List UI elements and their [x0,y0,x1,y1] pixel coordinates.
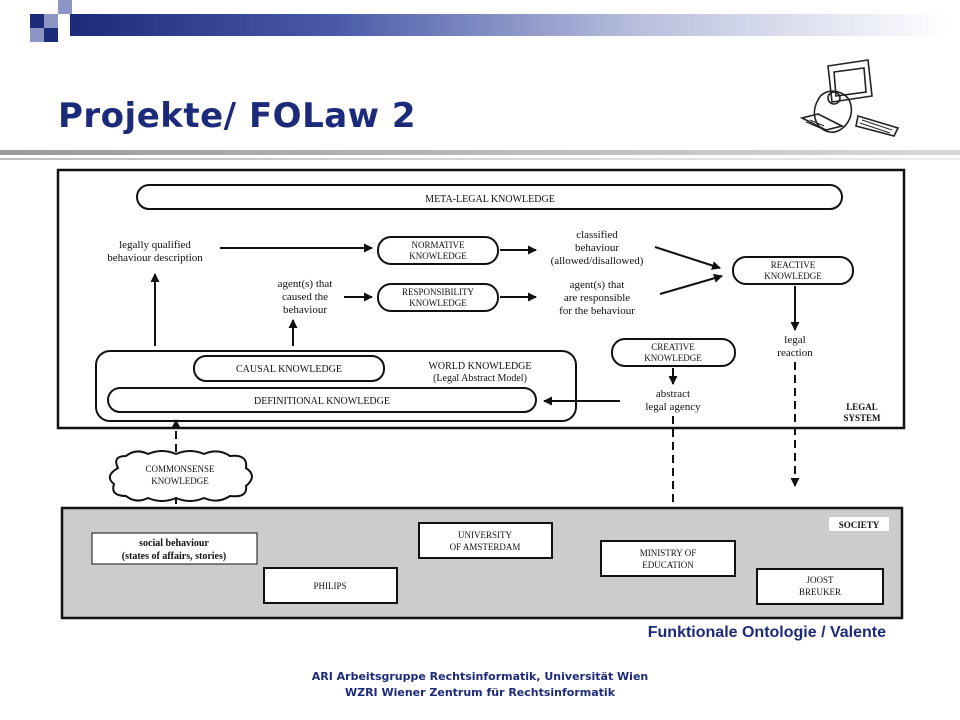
classified-behaviour-label-2: behaviour [575,242,619,254]
social-behaviour-label-1: social behaviour [139,538,209,549]
normative-knowledge-box [377,236,499,265]
world-knowledge-label-2: (Legal Abstract Model) [433,373,527,384]
breuker-label-1: JOOST [806,575,834,585]
classified-behaviour-label-3: (allowed/disallowed) [551,255,644,267]
footer-line-2: WZRI Wiener Zentrum für Rechtsinformatik [344,686,616,699]
legal-system-label-2: SYSTEM [843,413,881,423]
creative-knowledge-box [611,338,736,367]
creative-knowledge-label-2: KNOWLEDGE [644,353,702,363]
agents-responsible-label-1: agent(s) that [570,279,625,291]
keyboard-left [799,113,845,131]
causal-knowledge-label: CAUSAL KNOWLEDGE [236,364,342,375]
society-label-box [829,517,889,531]
responsibility-knowledge-box [377,283,499,312]
header-square [44,14,58,28]
footer-line-1: ARI Arbeitsgruppe Rechtsinformatik, Univ… [311,670,649,683]
legal-reaction-label-2: reaction [777,347,813,359]
keyboard-right [855,114,900,137]
social-behaviour-box [91,532,258,565]
reactive-knowledge-label-2: KNOWLEDGE [764,271,822,281]
slide-title: Projekte/ FOLaw 2 [58,96,417,136]
commonsense-knowledge-label-1: COMMONSENSE [145,464,215,474]
agents-responsible-label-3: for the behaviour [559,305,635,317]
breuker-label-2: BREUKER [799,587,841,597]
arrow-classified-to-reactive [654,246,721,270]
commonsense-knowledge-label-2: KNOWLEDGE [151,476,209,486]
philips-label: PHILIPS [313,581,346,591]
title-underline-thin [0,158,960,160]
responsibility-knowledge-label-2: KNOWLEDGE [409,298,467,308]
classified-behaviour-label-1: classified [576,229,618,241]
header-square [44,28,58,42]
legal-system-frame [56,168,906,430]
legally-qualified-label-2: behaviour description [107,252,203,264]
abstract-agency-label-2: legal agency [645,401,701,413]
university-of-amsterdam-box [418,522,553,559]
commonsense-knowledge-cloud [108,450,253,502]
arrow-responsible-to-reactive [659,273,723,295]
agents-caused-label-3: behaviour [283,304,327,316]
legal-reaction-label-1: legal [784,334,805,346]
joost-breuker-box [756,568,884,605]
normative-knowledge-label-2: KNOWLEDGE [409,251,467,261]
world-knowledge-label-1: WORLD KNOWLEDGE [428,361,531,372]
reactive-knowledge-box [732,256,854,285]
definitional-knowledge-box [107,387,537,413]
abstract-agency-label-1: abstract [656,388,690,400]
philips-box [263,567,398,604]
agents-responsible-label-2: are responsible [564,292,630,304]
creative-knowledge-label-1: CREATIVE [651,342,695,352]
figure-caption: Funktionale Ontologie / Valente [647,624,886,641]
university-label-1: UNIVERSITY [458,530,512,540]
header-gradient-bar [70,14,950,36]
header-square [30,28,44,42]
agents-caused-label-2: caused the [282,291,328,303]
reactive-knowledge-label-1: REACTIVE [771,260,816,270]
monitor-screen [833,67,867,97]
title-underline [0,150,960,155]
social-behaviour-label-2: (states of affairs, stories) [122,551,226,562]
penguin-at-computer-icon [799,59,900,137]
keyboard-keys [805,119,893,134]
monitor-shape [827,59,873,103]
ministry-of-education-box [600,540,736,577]
agents-caused-label-1: agent(s) that [278,278,333,290]
meta-legal-knowledge-label: META-LEGAL KNOWLEDGE [425,194,555,205]
responsibility-knowledge-label-1: RESPONSIBILITY [402,287,475,297]
legally-qualified-label-1: legally qualified [119,239,191,251]
penguin-head [827,91,841,105]
meta-legal-knowledge-box [136,184,843,210]
society-label: SOCIETY [839,520,880,530]
university-label-2: OF AMSTERDAM [450,542,521,552]
causal-knowledge-box [193,355,385,382]
ministry-label-2: EDUCATION [642,560,694,570]
definitional-knowledge-label: DEFINITIONAL KNOWLEDGE [254,396,390,407]
ministry-label-1: MINISTRY OF [640,548,696,558]
header-square [30,14,44,28]
legal-system-label-1: LEGAL [846,402,878,412]
header-square [58,0,72,14]
normative-knowledge-label-1: NORMATIVE [412,240,466,250]
